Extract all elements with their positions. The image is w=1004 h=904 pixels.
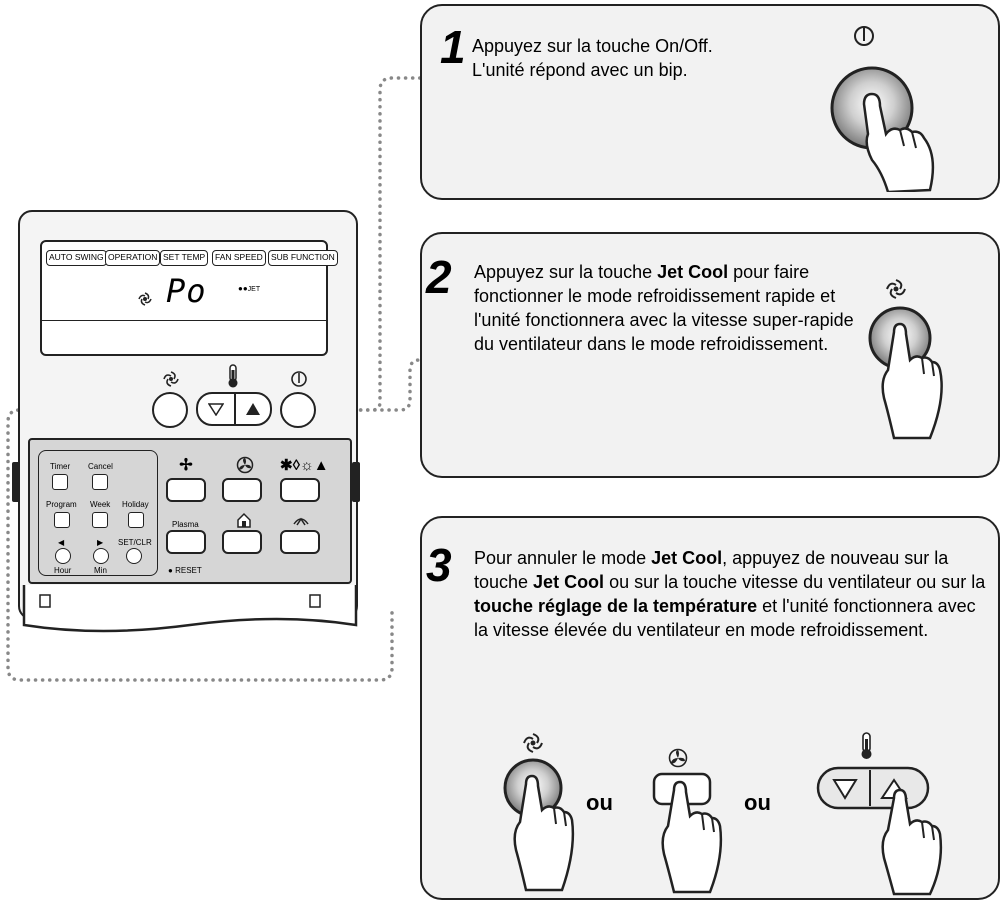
- min-button[interactable]: [93, 548, 109, 564]
- remote-cover: [22, 585, 358, 633]
- lcd-tag-operation: OPERATION: [105, 250, 161, 266]
- left-arrow-icon: ◀: [58, 538, 65, 547]
- min-label: Min: [94, 566, 107, 575]
- cancel-button[interactable]: [92, 474, 108, 490]
- power-icon: [290, 370, 308, 393]
- temperature-buttons: [196, 392, 272, 426]
- fan-icon: [668, 748, 688, 773]
- fan-speed-button[interactable]: [222, 478, 262, 502]
- lcd-tag-auto-swing: AUTO SWING: [46, 250, 107, 266]
- hand-pointer-icon: [652, 772, 723, 894]
- sub-mode-icons: ✱◊☼▲: [280, 457, 329, 474]
- up-arrow-icon: [246, 403, 260, 415]
- program-button[interactable]: [54, 512, 70, 528]
- temp-up-button[interactable]: [236, 394, 270, 424]
- step-2-number: 2: [426, 251, 452, 303]
- jet-cool-label-icon: [162, 370, 180, 393]
- remote-side-tab-right: [352, 462, 360, 502]
- hand-pointer-icon: [830, 66, 935, 192]
- week-label: Week: [90, 500, 111, 509]
- remote-side-tab-left: [12, 462, 20, 502]
- step-1-line-1: Appuyez sur la touche On/Off.: [472, 36, 713, 56]
- power-icon: [852, 24, 876, 53]
- plasma-button[interactable]: [166, 530, 206, 554]
- reset-button[interactable]: ●: [168, 566, 173, 575]
- thermometer-icon: [858, 732, 874, 765]
- hour-button[interactable]: [55, 548, 71, 564]
- home-icon: [236, 512, 252, 533]
- display-jet-indicator: ●●JET: [238, 284, 261, 293]
- lcd-tag-set-temp: SET TEMP: [160, 250, 209, 266]
- display-code: Po: [166, 272, 207, 310]
- step-1-text: Appuyez sur la touche On/Off. L'unité ré…: [472, 34, 812, 82]
- temperature-buttons-illustration: [816, 766, 943, 896]
- lcd-tag-fan-speed: FAN SPEED: [212, 250, 266, 266]
- lcd-display: AUTO SWING OPERATION SET TEMP FAN SPEED …: [40, 240, 338, 356]
- step-3-text: Pour annuler le mode Jet Cool, appuyez d…: [474, 548, 986, 640]
- plasma-label: Plasma: [172, 520, 199, 529]
- program-label: Program: [46, 500, 77, 509]
- set-clr-button[interactable]: [126, 548, 142, 564]
- swing-button[interactable]: [280, 530, 320, 554]
- right-arrow-icon: ▶: [97, 538, 104, 547]
- mode-button[interactable]: [166, 478, 206, 502]
- or-word-1: ou: [586, 790, 613, 815]
- step-1-line-2: L'unité répond avec un bip.: [472, 60, 688, 80]
- cooling-mode-icon: ✢: [179, 457, 193, 474]
- fan-icon: [236, 456, 254, 479]
- set-clr-label: SET/CLR: [118, 538, 152, 547]
- hour-label: Hour: [54, 566, 72, 575]
- jet-cool-icon: [885, 278, 907, 305]
- thermometer-icon: [226, 364, 240, 393]
- lcd-divider: [42, 320, 326, 321]
- jet-cool-icon: [522, 732, 544, 759]
- lcd-tag-sub-function: SUB FUNCTION: [268, 250, 338, 266]
- holiday-label: Holiday: [122, 500, 149, 509]
- or-word-2: ou: [744, 790, 771, 815]
- step-3-number: 3: [426, 539, 452, 591]
- timer-panel: [38, 450, 158, 576]
- jet-cool-button[interactable]: [152, 392, 188, 428]
- function-panel: [28, 438, 352, 584]
- temp-down-button[interactable]: [198, 394, 234, 424]
- swing-icon: [292, 512, 310, 533]
- step-2-text: Appuyez sur la touche Jet Cool pour fair…: [474, 262, 854, 354]
- hand-pointer-icon: [503, 758, 575, 892]
- home-leave-button[interactable]: [222, 530, 262, 554]
- jet-cool-icon: [138, 292, 152, 306]
- timer-button[interactable]: [52, 474, 68, 490]
- holiday-button[interactable]: [128, 512, 144, 528]
- on-off-button[interactable]: [280, 392, 316, 428]
- cancel-label: Cancel: [88, 462, 113, 471]
- down-arrow-icon: [208, 403, 224, 416]
- week-button[interactable]: [92, 512, 108, 528]
- hand-pointer-icon: [868, 306, 943, 440]
- timer-label: Timer: [50, 462, 71, 471]
- step-1-number: 1: [440, 21, 466, 73]
- reset-label: ● RESET: [168, 566, 202, 575]
- sub-mode-button[interactable]: [280, 478, 320, 502]
